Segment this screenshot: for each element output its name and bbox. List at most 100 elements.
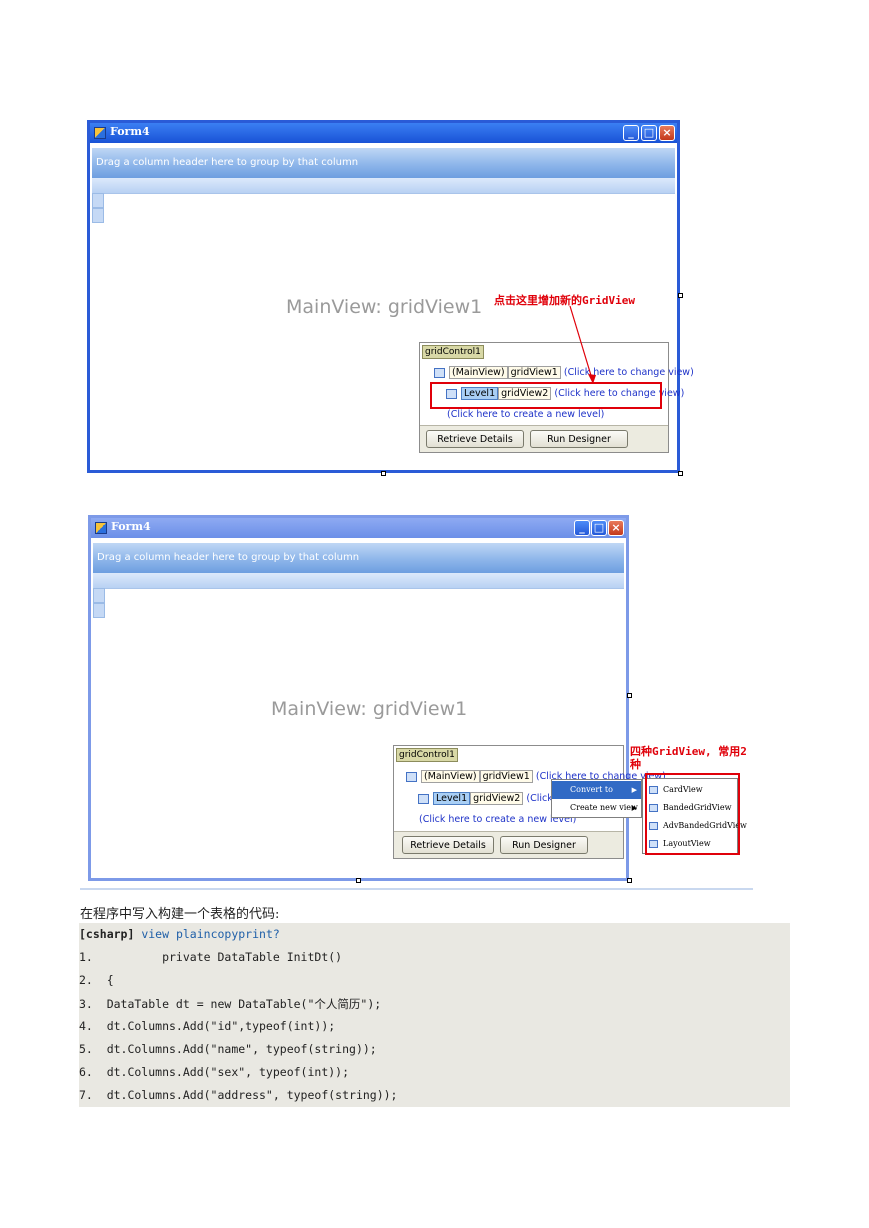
code-line: 6. dt.Columns.Add("sex", typeof(int));: [79, 1065, 350, 1079]
submenu-label: LayoutView: [663, 839, 711, 848]
resize-handle[interactable]: [678, 471, 683, 476]
paragraph: 在程序中写入构建一个表格的代码:: [80, 907, 280, 922]
code-toolbar-links[interactable]: view plaincopyprint?: [141, 927, 280, 941]
group-panel[interactable]: Drag a column header here to group by th…: [92, 148, 675, 178]
convert-to-label: Convert to: [570, 785, 613, 794]
submenu-arrow-icon: ▶: [631, 804, 637, 812]
grid-view-icon: [418, 793, 429, 804]
create-new-view-menu-item[interactable]: Create new view▶: [552, 799, 641, 817]
highlight-box: [645, 773, 740, 855]
code-line: 5. dt.Columns.Add("name", typeof(string)…: [79, 1042, 377, 1056]
card-view-icon: [649, 786, 658, 794]
retrieve-details-button[interactable]: Retrieve Details: [402, 836, 494, 854]
form-window-2: Form4 _ □ × Drag a column header here to…: [88, 515, 666, 881]
maximize-button[interactable]: □: [641, 125, 657, 141]
submenu-label: CardView: [663, 785, 703, 794]
grid-view-icon: [406, 771, 417, 782]
code-header: [csharp] view plaincopyprint?: [79, 927, 280, 941]
change-view-link[interactable]: (Click here to change view): [554, 388, 685, 399]
maximize-button[interactable]: □: [591, 520, 607, 536]
row-indicator[interactable]: [93, 588, 105, 603]
submenu-item-bandedgridview[interactable]: BandedGridView: [643, 799, 737, 817]
code-language: [csharp]: [79, 927, 135, 941]
form-icon: [95, 522, 107, 534]
grid-control-name: gridControl1: [396, 748, 458, 762]
highlight-box: [430, 382, 662, 409]
create-new-view-label: Create new view: [570, 803, 638, 812]
run-designer-button[interactable]: Run Designer: [500, 836, 588, 854]
level-view-box[interactable]: Level1: [433, 792, 471, 805]
row-indicator[interactable]: [92, 193, 104, 208]
grid-view-icon: [434, 367, 445, 378]
submenu-arrow-icon: ▶: [631, 786, 637, 794]
level-row-main[interactable]: (MainView)gridView1 (Click here to chang…: [434, 366, 694, 379]
level-view-box[interactable]: (MainView): [421, 770, 480, 783]
adv-banded-grid-view-icon: [649, 822, 658, 830]
column-header-row[interactable]: [93, 573, 624, 589]
form-title: Form4: [110, 125, 150, 138]
minimize-button[interactable]: _: [623, 125, 639, 141]
view-name-box[interactable]: gridView1: [507, 366, 561, 379]
main-view-label: MainView: gridView1: [271, 698, 468, 720]
submenu-item-layoutview[interactable]: LayoutView: [643, 835, 737, 853]
create-level-link[interactable]: (Click here to create a new level): [419, 814, 577, 825]
resize-handle[interactable]: [627, 693, 632, 698]
change-view-link[interactable]: (Click here to change view): [535, 771, 666, 782]
row-indicator[interactable]: [92, 208, 104, 223]
level-view-box[interactable]: Level1: [461, 387, 499, 400]
view-name-box[interactable]: gridView2: [498, 387, 552, 400]
convert-to-menu-item[interactable]: Convert to ▶: [552, 781, 641, 799]
column-header-row[interactable]: [92, 178, 675, 194]
view-name-box[interactable]: gridView2: [470, 792, 524, 805]
code-line: 4. dt.Columns.Add("id",typeof(int));: [79, 1019, 336, 1033]
context-menu: Convert to▶ Create new view▶: [551, 779, 642, 818]
create-level-row[interactable]: (Click here to create a new level): [447, 409, 604, 420]
close-button[interactable]: ×: [608, 520, 624, 536]
create-level-row[interactable]: (Click here to create a new level): [419, 814, 576, 825]
annotation-four-gridviews: 四种GridView, 常用2: [630, 745, 747, 758]
level-panel-buttons: Retrieve Details Run Designer: [420, 425, 668, 452]
change-view-link[interactable]: (Click here to change view): [563, 367, 694, 378]
annotation-arrow: [569, 305, 596, 384]
level-row-main[interactable]: (MainView)gridView1 (Click here to chang…: [406, 770, 666, 783]
submenu-item-cardview[interactable]: CardView: [643, 781, 737, 799]
resize-handle[interactable]: [356, 878, 361, 883]
annotation-four-gridviews-cont: 种: [630, 758, 641, 771]
submenu-label: BandedGridView: [663, 803, 732, 812]
code-block: [csharp] view plaincopyprint? 1. private…: [79, 923, 790, 1107]
main-view-label: MainView: gridView1: [286, 296, 483, 318]
code-line: 7. dt.Columns.Add("address", typeof(stri…: [79, 1088, 398, 1102]
form-window-1: Form4 _ □ × Drag a column header here to…: [87, 120, 694, 473]
divider: [80, 888, 753, 890]
code-line: 3. DataTable dt = new DataTable("个人简历");: [79, 997, 382, 1011]
resize-handle[interactable]: [678, 293, 683, 298]
code-line: 1. private DataTable InitDt(): [79, 950, 343, 964]
submenu-label: AdvBandedGridView: [663, 821, 747, 830]
level-view-box[interactable]: (MainView): [449, 366, 508, 379]
row-indicator[interactable]: [93, 603, 105, 618]
level-designer-panel: gridControl1 (MainView)gridView1 (Click …: [393, 745, 666, 859]
title-bar: Form4 _ □ ×: [90, 123, 677, 143]
grid-view-icon: [446, 388, 457, 399]
form-icon: [94, 127, 106, 139]
resize-handle[interactable]: [627, 878, 632, 883]
code-line: 2. {: [79, 973, 114, 987]
run-designer-button[interactable]: Run Designer: [530, 430, 628, 448]
submenu-item-advbandedgridview[interactable]: AdvBandedGridView: [643, 817, 747, 835]
close-button[interactable]: ×: [659, 125, 675, 141]
group-panel[interactable]: Drag a column header here to group by th…: [93, 543, 624, 573]
minimize-button[interactable]: _: [574, 520, 590, 536]
annotation-add-gridview: 点击这里增加新的GridView: [494, 294, 635, 307]
title-bar: Form4 _ □ ×: [91, 518, 626, 538]
view-name-box[interactable]: gridView1: [479, 770, 533, 783]
convert-submenu: CardView BandedGridView AdvBandedGridVie…: [642, 778, 747, 854]
layout-view-icon: [649, 840, 658, 848]
create-level-link[interactable]: (Click here to create a new level): [447, 409, 605, 420]
level-designer-panel: gridControl1 (MainView)gridView1 (Click …: [419, 342, 694, 453]
level-panel-buttons: Retrieve Details Run Designer: [394, 831, 623, 858]
grid-control-name: gridControl1: [422, 345, 484, 359]
resize-handle[interactable]: [381, 471, 386, 476]
form-title: Form4: [111, 520, 151, 533]
retrieve-details-button[interactable]: Retrieve Details: [426, 430, 524, 448]
